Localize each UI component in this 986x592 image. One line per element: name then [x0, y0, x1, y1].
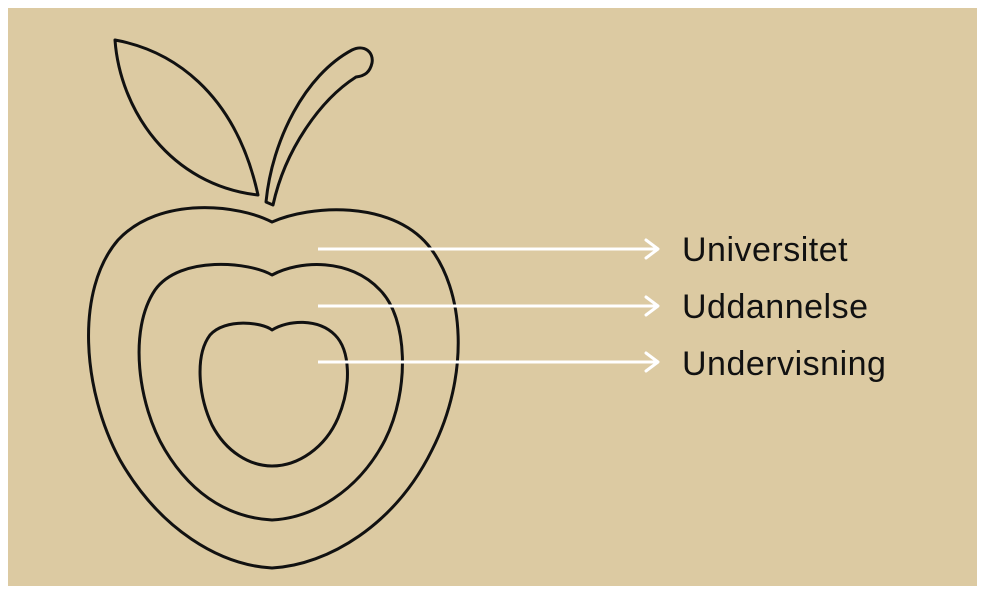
label-universitet: Universitet — [682, 231, 848, 269]
label-undervisning: Undervisning — [682, 345, 886, 383]
apple-diagram-svg: Universitet Uddannelse Undervisning — [8, 8, 977, 586]
diagram-canvas: Universitet Uddannelse Undervisning — [8, 8, 977, 586]
label-uddannelse: Uddannelse — [682, 288, 868, 326]
